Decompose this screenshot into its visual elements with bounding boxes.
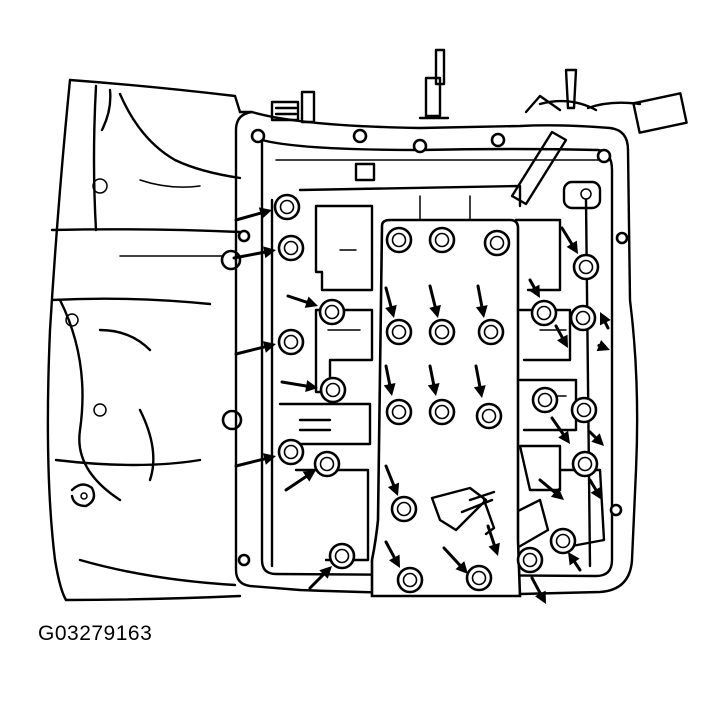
indicator-arrow <box>428 284 441 318</box>
bolt <box>318 298 346 326</box>
indicator-arrow <box>384 464 400 496</box>
indicator-arrow <box>473 364 486 398</box>
bolt <box>396 566 424 594</box>
oil-tube <box>510 130 602 210</box>
bolt <box>531 386 559 414</box>
bolt <box>385 318 413 346</box>
bolt <box>277 234 305 262</box>
bolt <box>313 450 341 478</box>
indicator-arrow <box>286 294 318 308</box>
indicator-arrow <box>232 246 276 260</box>
bolt <box>569 304 597 332</box>
bolt <box>319 376 347 404</box>
indicator-arrow <box>554 324 568 348</box>
bolt <box>530 299 558 327</box>
bolt <box>273 193 301 221</box>
indicator-arrow <box>568 552 582 572</box>
indicator-arrow <box>588 430 604 446</box>
indicator-arrow <box>442 546 468 574</box>
indicator-arrow <box>384 286 397 318</box>
indicator-arrow <box>308 566 332 590</box>
indicator-arrow <box>560 226 578 254</box>
indicator-arrow <box>538 478 564 500</box>
indicator-arrow <box>234 341 276 356</box>
indicator-arrow <box>384 540 400 568</box>
bolt <box>390 495 418 523</box>
bolt-indicator-arrows <box>232 207 611 604</box>
indicator-arrow <box>588 478 602 500</box>
indicator-arrow <box>475 284 488 318</box>
bolt <box>385 398 413 426</box>
case-flange <box>234 110 639 596</box>
indicator-arrow <box>383 364 396 396</box>
indicator-arrow <box>427 364 440 396</box>
bolt <box>483 229 511 257</box>
indicator-arrow <box>284 470 316 492</box>
indicator-arrow <box>280 380 318 392</box>
bolt <box>428 226 456 254</box>
transmission-case <box>46 78 243 602</box>
indicator-arrow <box>596 339 610 352</box>
bolt <box>465 564 493 592</box>
indicator-arrow <box>234 453 276 468</box>
indicator-arrow <box>234 207 272 222</box>
indicator-arrow <box>600 312 611 330</box>
bolt <box>516 546 544 574</box>
bolt <box>549 527 577 555</box>
indicator-arrow <box>486 524 500 556</box>
bolt <box>328 542 356 570</box>
indicator-arrow <box>528 278 540 298</box>
bolt <box>277 328 305 356</box>
bolt <box>477 318 505 346</box>
bolt <box>572 253 600 281</box>
bolt <box>277 438 305 466</box>
bolt <box>428 318 456 346</box>
top-fittings <box>270 48 688 134</box>
figure-code: G03279163 <box>38 622 153 645</box>
indicator-arrow <box>530 576 546 604</box>
bolt <box>428 398 456 426</box>
valve-body-bolts <box>273 193 600 594</box>
indicator-arrow <box>550 416 570 444</box>
bolt <box>570 396 598 424</box>
bolt <box>571 450 599 478</box>
bolt <box>475 402 503 430</box>
bolt <box>385 226 413 254</box>
